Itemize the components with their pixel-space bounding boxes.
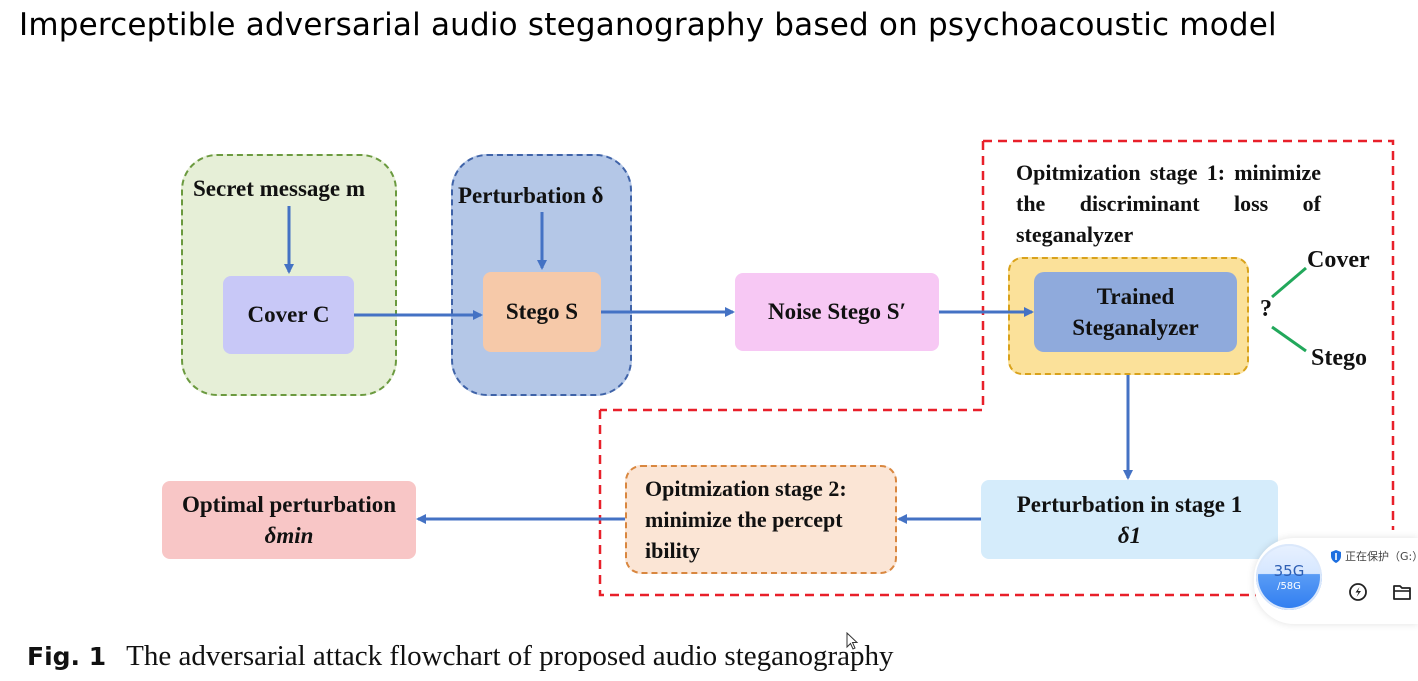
protection-status: 正在保护（G:） [1330,548,1418,564]
caption-text: The adversarial attack flowchart of prop… [126,640,894,672]
stego-label: Stego S [505,299,579,324]
caption-fig-label: Fig. 1 [27,642,107,671]
perturbation-stage1-label: Perturbation in stage 1 [1016,491,1243,517]
secret-message-label: Secret message m [193,176,366,201]
stage2-line3: ibility [645,538,701,563]
figure-caption: Fig. 1 The adversarial attack flowchart … [27,640,894,673]
page-title: Imperceptible adversarial audio steganog… [19,7,1277,43]
output-cover-line [1271,266,1307,299]
perturbation-stage1-symbol: δ1 [1117,522,1142,548]
analyzer-line1: Trained [1096,284,1175,309]
stage1-text: Opitmization stage 1: minimize the discr… [1016,160,1321,247]
perturbation-label: Perturbation δ [458,183,604,208]
question-mark: ? [1260,296,1272,322]
output-cover-label: Cover [1307,247,1370,273]
output-stego-line [1271,325,1307,353]
analyzer-inner-box: Trained Steganalyzer [1034,272,1237,352]
optimal-perturbation-symbol: δmin [264,523,314,548]
noise-stego-box: Noise Stego S′ [735,273,939,351]
output-stego-label: Stego [1311,345,1367,371]
stage2-box: Opitmization stage 2: minimize the perce… [625,465,897,574]
disk-usage-indicator[interactable]: 35G /58G [1256,544,1322,610]
analyzer-line2: Steganalyzer [1072,315,1199,340]
optimal-perturbation-label: Optimal perturbation [181,492,397,517]
secret-message-group [181,154,397,396]
cover-label: Cover C [247,302,330,327]
optimal-perturbation-box: Optimal perturbation δmin [162,481,416,559]
cover-box: Cover C [223,276,354,354]
stego-box: Stego S [483,272,601,352]
protection-status-text: 正在保护（G:） [1345,550,1418,563]
mouse-cursor-icon [846,632,859,650]
stage2-line1: Opitmization stage 2: [645,476,847,501]
perturbation-stage1-box: Perturbation in stage 1 δ1 [981,480,1278,559]
stage2-line2: minimize the percept [645,507,843,532]
shield-icon [1331,549,1341,563]
disk-total: /58G [1277,581,1301,592]
disk-used: 35G [1273,562,1305,580]
folder-icon[interactable] [1392,583,1412,601]
speedup-icon[interactable] [1348,582,1368,602]
noise-stego-label: Noise Stego S′ [767,299,907,324]
